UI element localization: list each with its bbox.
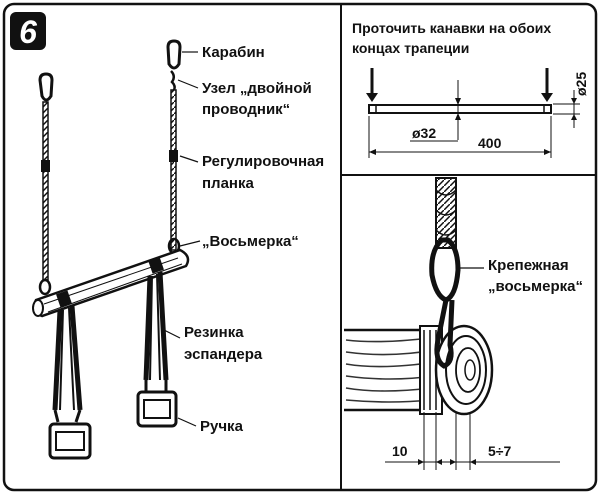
bar-dimension-drawing: Проточить канавки на обоих концах трапец… [352,20,589,158]
rope-left [42,101,49,281]
label-adjust-line2: планка [202,175,254,192]
expander-right [136,271,178,428]
adjust-plate-right [169,150,178,162]
expander-left [48,305,92,460]
groove-note-line1: Проточить канавки на обоих [352,20,551,36]
dim-diameter-25: ø25 [573,72,589,96]
figure-number: 6 [19,14,37,50]
figure-number-badge: 6 [10,12,46,50]
carabiner-right-icon [166,39,182,70]
adjust-plate-left [41,160,50,172]
label-expander-line2: эспандера [184,346,263,363]
trapeze-illustration: Карабин Узел „двойной проводник“ Регулир… [32,39,324,460]
groove-note-line2: концах трапеции [352,40,469,56]
label-expander-line1: Резинка [184,324,244,341]
rope-detail [435,177,457,249]
label-mount-line1: Крепежная [488,257,569,274]
dim-groove-width: 10 [392,443,408,459]
metal-figure-eight-icon [429,237,461,369]
leader-lines [163,51,201,427]
figure-eight-left-icon [38,278,52,296]
dim-length-400: 400 [478,135,502,151]
figure-eight-detail: Крепежная „восьмерка“ 10 5÷7 [344,177,583,470]
handle-right-icon [136,390,178,428]
knot-icon [170,70,176,91]
bar-side-view [368,104,552,114]
carabiner-left-icon [38,72,54,102]
label-carabiner: Карабин [202,44,265,61]
dim-diameter-32: ø32 [412,125,436,141]
dim-groove-offset: 5÷7 [488,443,511,459]
label-adjust-line1: Регулировочная [202,153,324,170]
label-handle: Ручка [200,418,244,435]
label-figure-eight: „Восьмерка“ [202,233,299,250]
label-mount-line2: „восьмерка“ [488,278,583,295]
rope-right [170,89,177,251]
label-knot-line1: Узел „двойной [202,80,312,97]
trapeze-bar [32,248,190,318]
handle-left-icon [48,422,92,460]
wood-bar-end [344,324,494,416]
label-knot-line2: проводник“ [202,101,290,118]
